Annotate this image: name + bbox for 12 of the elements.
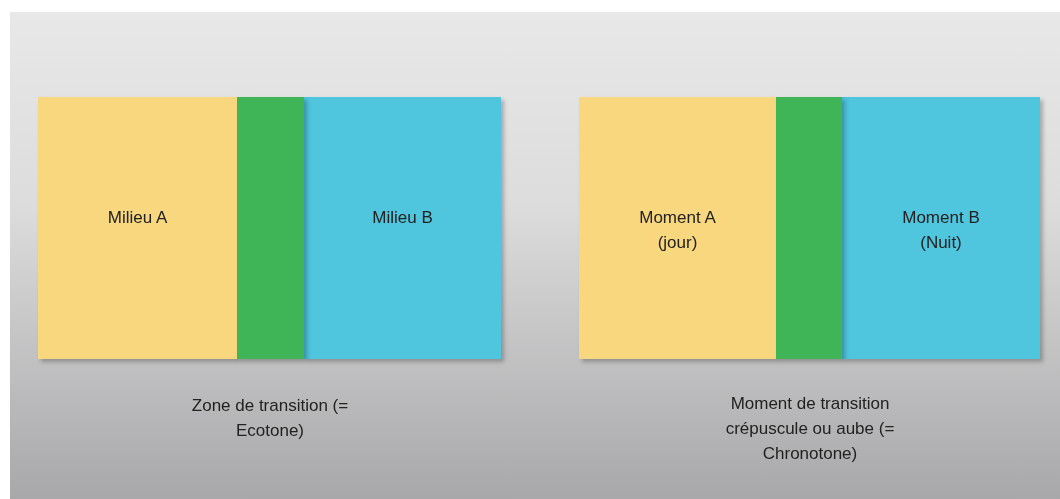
zone-label: Moment A (jour) — [638, 207, 717, 254]
caption: Moment de transition crépuscule ou aube (= Chronotone) — [724, 393, 896, 465]
transition-band — [776, 97, 842, 359]
caption: Zone de transition (= Ecotone) — [190, 395, 350, 442]
zone-label: Moment B (Nuit) — [901, 207, 981, 254]
zone-box — [304, 97, 501, 359]
zone-box — [842, 97, 1040, 359]
zone-label: Milieu A — [107, 207, 168, 229]
zone-box — [579, 97, 776, 359]
transition-band — [237, 97, 304, 359]
zone-box — [38, 97, 237, 359]
zone-label: Milieu B — [372, 207, 433, 229]
